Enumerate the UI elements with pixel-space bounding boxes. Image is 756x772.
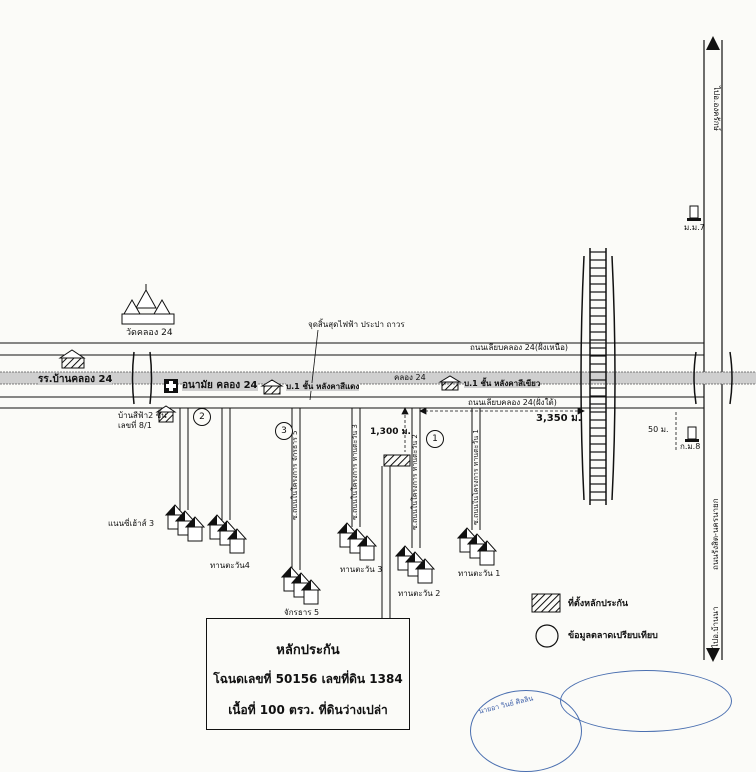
collateral-area: เนื้อที่ 100 ตรว. ที่ดินว่างเปล่า: [228, 703, 388, 717]
label-health: อนามัย คลอง 24: [182, 380, 258, 391]
house-red-icon: [260, 379, 284, 395]
housing-cluster-tantawan4: [207, 514, 247, 554]
label-house2: บ้านสีฟ้า2 ชั้น เลขที่ 8/1: [118, 411, 167, 431]
label-house-blue-road: บ.1 ชั้น หลังคาสีเขียว: [464, 379, 541, 388]
label-school: รร.บ้านคลอง 24: [38, 374, 113, 385]
label-canal: คลอง 24: [394, 373, 426, 382]
house-green-icon: [438, 375, 462, 391]
label-tantawan2: ทานตะวัน 2: [398, 589, 441, 598]
school-icon: [58, 349, 86, 369]
health-center-icon: [164, 379, 178, 393]
housing-cluster-jaktan5: [281, 566, 321, 605]
housing-cluster-tantawan3: [337, 522, 377, 561]
main-road: [703, 36, 723, 662]
collateral-info-box: หลักประกัน โฉนดเลขที่ 50156 เลขที่ดิน 13…: [206, 618, 410, 730]
housing-cluster-tantawan2: [395, 545, 435, 584]
legend-compare-label: ข้อมูลตลาดเปรียบเทียบ: [568, 631, 658, 641]
label-moo8: ก.ม.8: [680, 442, 701, 451]
marker-3: 3: [275, 422, 293, 440]
label-jaktan5: จักรธาร 5: [284, 608, 320, 617]
collateral-title: หลักประกัน: [276, 643, 340, 658]
label-tantawan4: ทานตะวัน4: [210, 561, 250, 570]
marker-2: 2: [193, 408, 211, 426]
housing-cluster-tantawan1: [457, 527, 497, 566]
housing-cluster-nanc: [165, 504, 205, 542]
label-road-rangsit: ถนนรังสิต-นครนายก: [711, 498, 720, 570]
label-nanc-house: แนนซี่เฮ้าส์ 3: [108, 519, 155, 528]
location-map: [0, 36, 756, 662]
road-north: [0, 342, 704, 356]
label-wat: วัดคลอง 24: [126, 328, 173, 338]
label-soi-tantawan3: ซ.ถนนในโครงการ ทานตะวัน 3: [351, 424, 359, 520]
legend-collateral-label: ที่ตั้งหลักประกัน: [568, 599, 629, 609]
collateral-deed: โฉนดเลขที่ 50156 เลขที่ดิน 1384: [213, 672, 403, 686]
label-soi-tantawan1: ซ.ถนนในโครงการ ทานตะวัน 1: [472, 429, 480, 525]
canal: [0, 371, 756, 385]
km-post-7: [687, 205, 701, 221]
signature-loop: [560, 670, 732, 732]
label-house-red: บ.1 ชั้น หลังคาสีแดง: [286, 382, 360, 391]
label-tantawan3: ทานตะวัน 3: [340, 565, 383, 574]
label-dist-50: 50 ม.: [648, 425, 669, 434]
label-dist-1300: 1,300 ม.: [370, 427, 411, 437]
label-soi-tantawan2: ซ.ถนนในโครงการ ทานตะวัน 2: [411, 434, 419, 530]
km-post-8: [685, 426, 699, 442]
road-south: [0, 396, 704, 409]
label-power-end: จุดสิ้นสุดไฟฟ้า ประปา ถาวร: [308, 320, 405, 329]
marker-1: 1: [426, 430, 444, 448]
legend-circle-swatch: [535, 624, 559, 648]
label-dist-3350: 3,350 ม.: [536, 413, 582, 424]
label-soi-jaktan: ซ.ถนนในโครงการ จักรธาร 5: [291, 430, 299, 520]
side-roads: [179, 408, 481, 618]
label-road-north: ถนนเลียบคลอง 24(ฝั่งเหนือ): [470, 343, 568, 352]
label-to-ongkharak: ไปอ.องครักษ์: [712, 86, 721, 131]
label-tantawan1: ทานตะวัน 1: [458, 569, 501, 578]
label-road-south: ถนนเลียบคลอง 24(ฝั่งใต้): [468, 398, 557, 407]
railway: [580, 248, 616, 505]
house-blue-icon: [155, 405, 177, 423]
temple-icon: [121, 284, 175, 325]
legend-hatch-swatch: [531, 593, 561, 613]
collateral-marker: [383, 454, 411, 467]
label-moo7: ม.ม.7: [684, 223, 705, 232]
label-to-rangsit: ไปอ.บ้านนา: [711, 606, 720, 648]
